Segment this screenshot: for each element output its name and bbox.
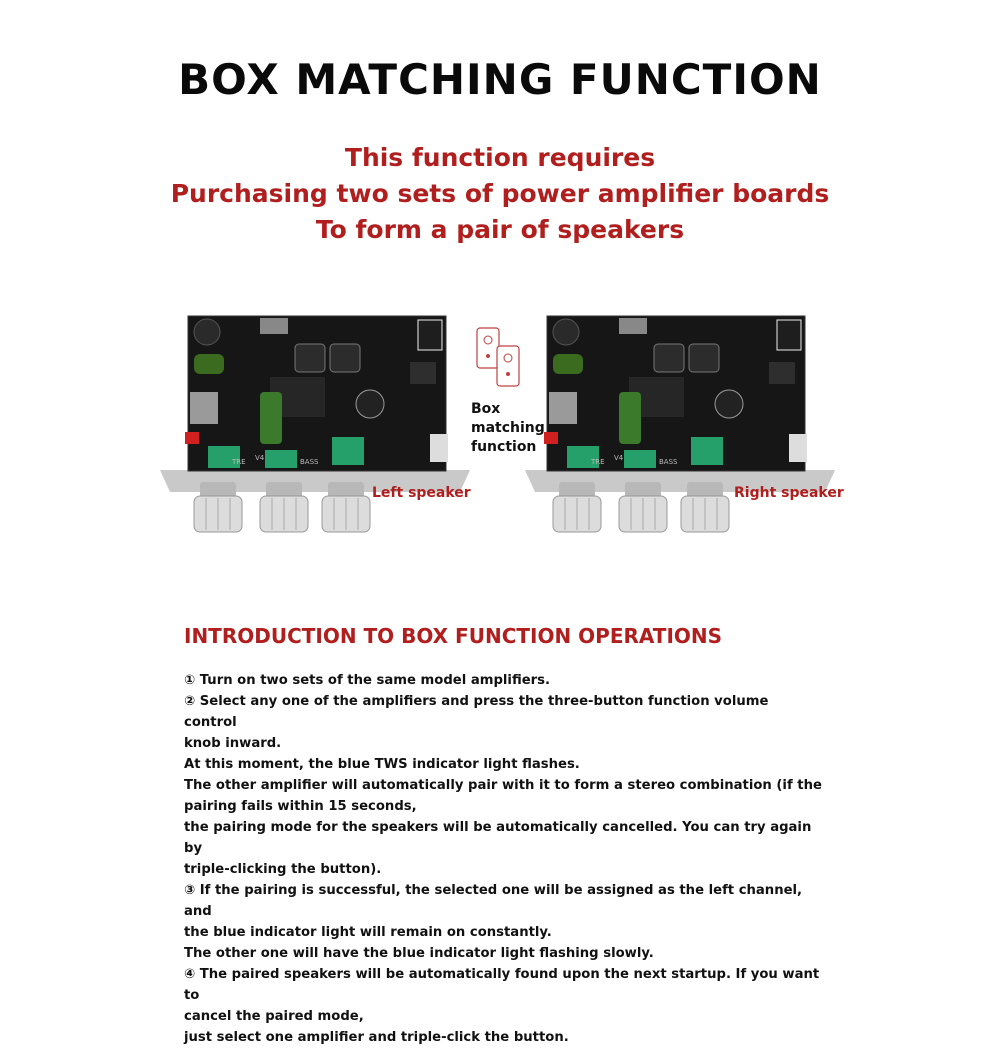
- subtitle-line-1: This function requires: [344, 143, 656, 172]
- knob: [680, 482, 730, 533]
- knob: [552, 482, 602, 533]
- intro-line: ② Select any one of the amplifiers and p…: [184, 694, 769, 730]
- subtitle-line-2: Purchasing two sets of power amplifier b…: [170, 179, 830, 208]
- intro-line: knob inward.: [184, 736, 282, 751]
- phone-pairing-icon: [476, 327, 520, 387]
- intro-heading: INTRODUCTION TO BOX FUNCTION OPERATIONS: [184, 624, 723, 648]
- silkscreen-v4: V4: [614, 454, 624, 462]
- intro-line: At this moment, the blue TWS indicator l…: [184, 757, 580, 772]
- silkscreen-tre: TRE: [590, 458, 605, 466]
- intro-line: pairing fails within 15 seconds,: [184, 799, 417, 814]
- intro-line: The other one will have the blue indicat…: [184, 946, 654, 961]
- box-matching-label: Box matching function: [471, 400, 551, 457]
- box-matching-line-1: Box: [471, 401, 501, 417]
- knob: [193, 482, 243, 533]
- knob: [259, 482, 309, 533]
- box-matching-line-2: matching: [471, 420, 545, 436]
- knob: [321, 482, 371, 533]
- intro-line: cancel the paired mode,: [184, 1009, 364, 1024]
- silkscreen-tre: TRE: [231, 458, 246, 466]
- knob: [618, 482, 668, 533]
- right-speaker-label: Right speaker: [734, 485, 844, 501]
- intro-line: ③ If the pairing is successful, the sele…: [184, 883, 803, 919]
- intro-line: ④ The paired speakers will be automatica…: [184, 967, 820, 1003]
- intro-line: the blue indicator light will remain on …: [184, 925, 552, 940]
- intro-line: just select one amplifier and triple-cli…: [184, 1030, 569, 1045]
- silkscreen-bass: BASS: [659, 458, 678, 466]
- box-matching-line-3: function: [471, 439, 537, 455]
- right-amplifier-board: TRE V4 BASS: [525, 315, 835, 533]
- silkscreen-bass: BASS: [300, 458, 319, 466]
- intro-line: The other amplifier will automatically p…: [184, 778, 822, 793]
- left-amplifier-board: TRE V4 BASS: [160, 315, 470, 533]
- intro-body: ① Turn on two sets of the same model amp…: [184, 670, 824, 1048]
- intro-line: ① Turn on two sets of the same model amp…: [184, 673, 551, 688]
- page-title: BOX MATCHING FUNCTION: [178, 55, 822, 104]
- intro-line: triple-clicking the button).: [184, 862, 382, 877]
- left-speaker-label: Left speaker: [372, 485, 471, 501]
- subtitle-line-3: To form a pair of speakers: [315, 215, 685, 244]
- silkscreen-v4: V4: [255, 454, 265, 462]
- intro-line: the pairing mode for the speakers will b…: [184, 820, 812, 856]
